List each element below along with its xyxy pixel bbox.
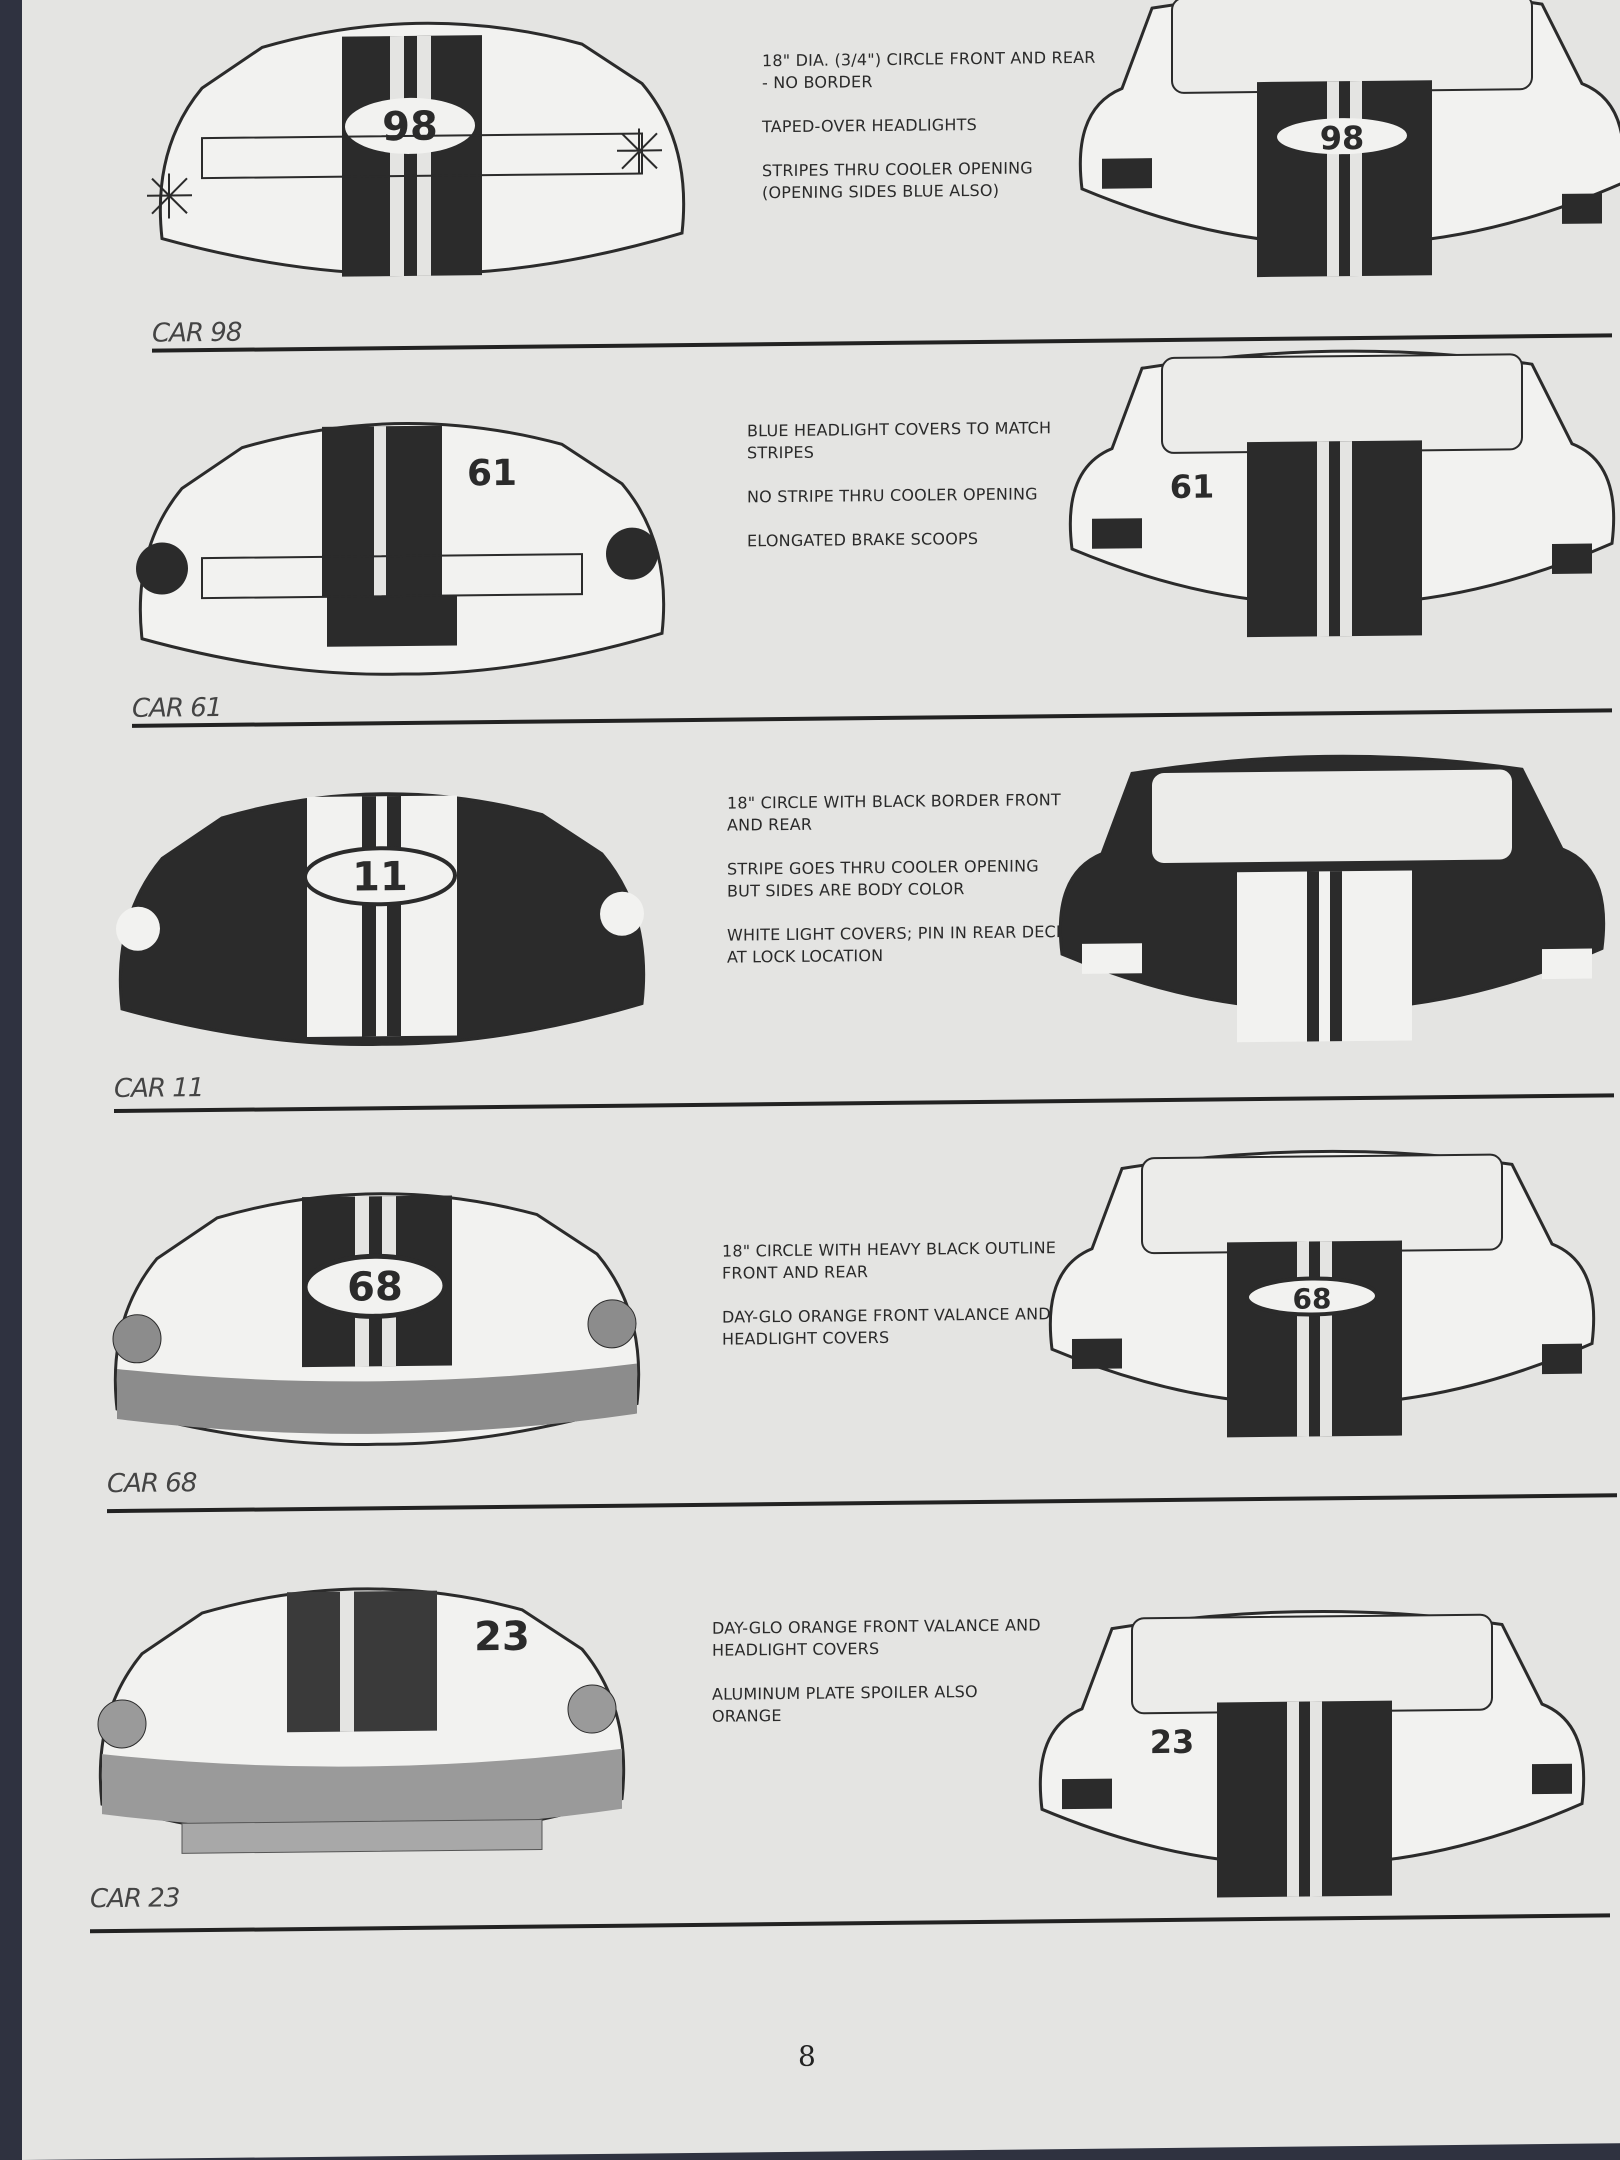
car-23-rear-number: 23 [1150, 1723, 1195, 1761]
car-61-rear-drawing: 61 [1068, 349, 1616, 638]
car-68-rear-drawing: 68 [1048, 1149, 1596, 1438]
car-61-note-2: NO STRIPE THRU COOLER OPENING [747, 484, 1038, 507]
car-61-front-number: 61 [467, 453, 517, 495]
car-row-98: 98 18" DIA. (3/4") CIRCLE FRONT AND REAR… [22, 0, 1620, 400]
car-61-notes: BLUE HEADLIGHT COVERS TO MATCH STRIPES N… [747, 417, 1087, 575]
car-23-front-number: 23 [474, 1614, 530, 1661]
car-68-front-number: 68 [347, 1264, 403, 1311]
car-23-front-valance [102, 1748, 622, 1830]
car-11-note-2: STRIPE GOES THRU COOLER OPENING BUT SIDE… [727, 856, 1039, 901]
car-98-note-3: STRIPES THRU COOLER OPENING (OPENING SID… [762, 158, 1033, 203]
car-61-note-3: ELONGATED BRAKE SCOOPS [747, 528, 979, 551]
car-11-divider [114, 1093, 1614, 1114]
car-61-front-drawing: 61 [136, 421, 666, 676]
car-61-note-1: BLUE HEADLIGHT COVERS TO MATCH STRIPES [747, 418, 1052, 463]
car-61-divider [132, 708, 1612, 728]
car-68-rear-number: 68 [1293, 1282, 1332, 1315]
car-11-label: CAR 11 [114, 1073, 204, 1105]
car-11-note-1: 18" CIRCLE WITH BLACK BORDER FRONT AND R… [727, 790, 1061, 835]
car-row-11: 11 18" CIRCLE WITH BLACK BORDER FRONT AN… [22, 753, 1620, 1170]
car-98-front-drawing: 98 [147, 21, 686, 277]
car-23-notes: DAY-GLO ORANGE FRONT VALANCE AND HEADLIG… [712, 1614, 1052, 1750]
car-68-note-1: 18" CIRCLE WITH HEAVY BLACK OUTLINE FRON… [722, 1238, 1057, 1283]
car-98-note-1: 18" DIA. (3/4") CIRCLE FRONT AND REAR - … [762, 47, 1096, 93]
car-11-front-number: 11 [352, 854, 408, 901]
car-68-front-drawing: 68 [112, 1192, 641, 1447]
car-23-label: CAR 23 [90, 1883, 180, 1915]
car-61-label: CAR 61 [132, 692, 222, 724]
car-row-61: 61 BLUE HEADLIGHT COVERS TO MATCH STRIPE… [22, 349, 1620, 780]
car-11-front-drawing: 11 [116, 792, 646, 1046]
car-23-rear-drawing: 23 [1038, 1609, 1586, 1898]
car-23-note-2: ALUMINUM PLATE SPOILER ALSO ORANGE [712, 1681, 978, 1726]
car-23-spoiler [181, 1819, 543, 1854]
car-11-rear-drawing [1058, 754, 1606, 1043]
car-98-notes: 18" DIA. (3/4") CIRCLE FRONT AND REAR - … [762, 47, 1102, 227]
car-row-23: 23 DAY-GLO ORANGE FRONT VALANCE AND HEAD… [22, 1558, 1620, 1975]
car-98-rear-drawing: 98 [1078, 0, 1620, 278]
car-23-divider [90, 1913, 1610, 1934]
document-page: 98 18" DIA. (3/4") CIRCLE FRONT AND REAR… [22, 0, 1620, 2160]
page-number: 8 [798, 2039, 816, 2073]
car-98-label: CAR 98 [152, 317, 242, 349]
car-98-note-2: TAPED-OVER HEADLIGHTS [762, 114, 977, 137]
car-23-front-drawing: 23 [97, 1587, 626, 1854]
car-68-front-valance [117, 1363, 637, 1434]
car-68-divider [107, 1493, 1617, 1514]
car-row-68: 68 18" CIRCLE WITH HEAVY BLACK OUTLINE F… [22, 1149, 1620, 1570]
car-68-notes: 18" CIRCLE WITH HEAVY BLACK OUTLINE FRON… [722, 1237, 1062, 1373]
car-98-front-number: 98 [382, 104, 438, 151]
car-61-rear-number: 61 [1170, 468, 1215, 506]
car-11-note-3: WHITE LIGHT COVERS; PIN IN REAR DECK AT … [727, 922, 1067, 967]
car-68-label: CAR 68 [107, 1468, 197, 1500]
car-23-note-1: DAY-GLO ORANGE FRONT VALANCE AND HEADLIG… [712, 1615, 1041, 1660]
car-11-notes: 18" CIRCLE WITH BLACK BORDER FRONT AND R… [727, 789, 1067, 991]
car-98-rear-number: 98 [1320, 119, 1365, 157]
car-68-note-2: DAY-GLO ORANGE FRONT VALANCE AND HEADLIG… [722, 1304, 1051, 1349]
